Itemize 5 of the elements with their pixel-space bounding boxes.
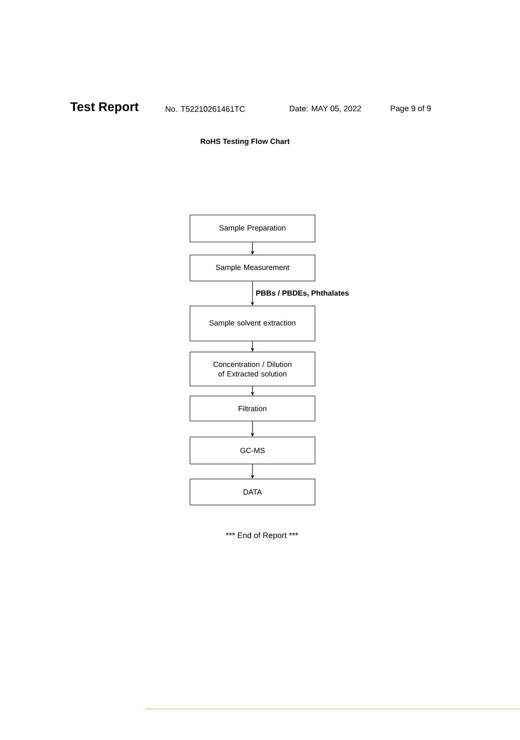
report-number: No. T52210261461TC bbox=[166, 106, 245, 112]
page-number: Page 9 of 9 bbox=[390, 105, 431, 113]
header-title: Test Report bbox=[70, 102, 139, 114]
report-date: Date: MAY 05, 2022 bbox=[290, 106, 361, 112]
end-note: *** End of Report *** bbox=[226, 532, 298, 540]
